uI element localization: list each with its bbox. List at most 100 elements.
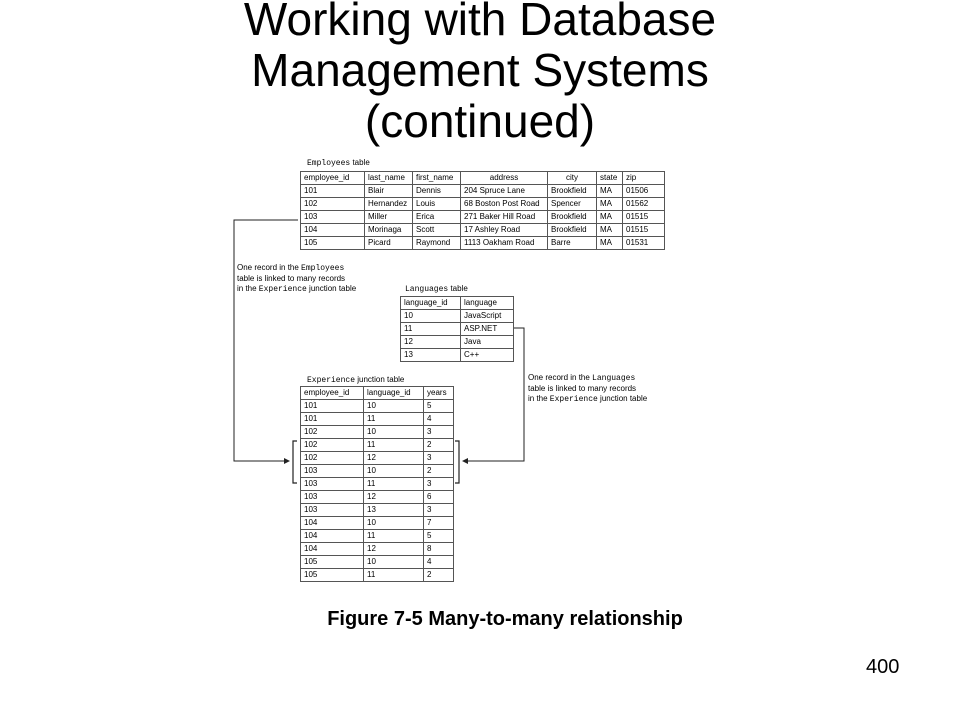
table-cell: 101	[300, 184, 365, 198]
table-cell: 104	[300, 529, 364, 543]
table-header-row: employee_id language_id years	[300, 386, 454, 400]
table-cell: 01506	[622, 184, 665, 198]
table-cell: 68 Boston Post Road	[460, 197, 548, 211]
column-header: address	[460, 171, 548, 185]
table-cell: 4	[423, 555, 454, 569]
table-cell: 105	[300, 568, 364, 582]
table-cell: 3	[423, 503, 454, 517]
table-cell: 102	[300, 438, 364, 452]
table-cell: 2	[423, 568, 454, 582]
table-cell: 104	[300, 516, 364, 530]
column-header: first_name	[412, 171, 461, 185]
table-header-row: employee_id last_name first_name address…	[300, 171, 665, 185]
table-cell: 11	[363, 477, 424, 491]
table-cell: 103	[300, 210, 365, 224]
table-cell: 102	[300, 451, 364, 465]
table-cell: MA	[596, 223, 623, 237]
column-header: language_id	[400, 296, 461, 310]
experience-table-caption: Experience junction table	[307, 375, 405, 385]
table-cell: 12	[363, 490, 424, 504]
employees-table-caption: Employees table	[307, 158, 370, 168]
table-cell: 102	[300, 425, 364, 439]
table-cell: 271 Baker Hill Road	[460, 210, 548, 224]
table-cell: 103	[300, 503, 364, 517]
table-cell: MA	[596, 236, 623, 250]
table-cell: 11	[363, 412, 424, 426]
table-cell: 3	[423, 425, 454, 439]
table-cell: C++	[460, 348, 514, 362]
table-cell: Scott	[412, 223, 461, 237]
table-cell: MA	[596, 210, 623, 224]
table-cell: Blair	[364, 184, 413, 198]
table-cell: Morinaga	[364, 223, 413, 237]
table-cell: Brookfield	[547, 223, 597, 237]
table-cell: 10	[363, 425, 424, 439]
table-cell: 11	[363, 568, 424, 582]
table-cell: 8	[423, 542, 454, 556]
column-header: employee_id	[300, 386, 364, 400]
table-cell: 101	[300, 399, 364, 413]
column-header: language_id	[363, 386, 424, 400]
table-cell: Miller	[364, 210, 413, 224]
employees-link-line	[233, 219, 298, 464]
employees-table: employee_id last_name first_name address…	[300, 171, 665, 250]
table-cell: 01531	[622, 236, 665, 250]
table-cell: Louis	[412, 197, 461, 211]
table-cell: 10	[363, 555, 424, 569]
table-cell: 01515	[622, 223, 665, 237]
table-cell: 105	[300, 555, 364, 569]
table-cell: 204 Spruce Lane	[460, 184, 548, 198]
table-cell: 3	[423, 477, 454, 491]
column-header: state	[596, 171, 623, 185]
table-cell: 103	[300, 477, 364, 491]
table-cell: 12	[363, 451, 424, 465]
table-cell: 105	[300, 236, 365, 250]
column-header: zip	[622, 171, 665, 185]
table-cell: 5	[423, 399, 454, 413]
table-cell: 10	[363, 464, 424, 478]
figure-caption: Figure 7-5 Many-to-many relationship	[327, 608, 683, 630]
table-cell: 3	[423, 451, 454, 465]
table-cell: 1113 Oakham Road	[460, 236, 548, 250]
table-cell: 12	[400, 335, 461, 349]
table-cell: 101	[300, 412, 364, 426]
table-cell: 12	[363, 542, 424, 556]
table-cell: 2	[423, 464, 454, 478]
table-cell: 102	[300, 197, 365, 211]
table-cell: 10	[363, 516, 424, 530]
employees-bracket	[292, 440, 297, 484]
table-cell: MA	[596, 197, 623, 211]
table-cell: Picard	[364, 236, 413, 250]
languages-bracket	[455, 440, 460, 484]
slide-title-line-2: Management Systems	[251, 44, 709, 96]
table-cell: 103	[300, 490, 364, 504]
slide-title-line-1: Working with Database	[243, 0, 717, 45]
table-cell: Hernandez	[364, 197, 413, 211]
table-cell: Brookfield	[547, 210, 597, 224]
languages-link-line	[462, 327, 525, 464]
table-cell: 104	[300, 223, 365, 237]
table-cell: Barre	[547, 236, 597, 250]
table-cell: 13	[400, 348, 461, 362]
table-cell: 01562	[622, 197, 665, 211]
page-number: 400	[866, 656, 900, 678]
